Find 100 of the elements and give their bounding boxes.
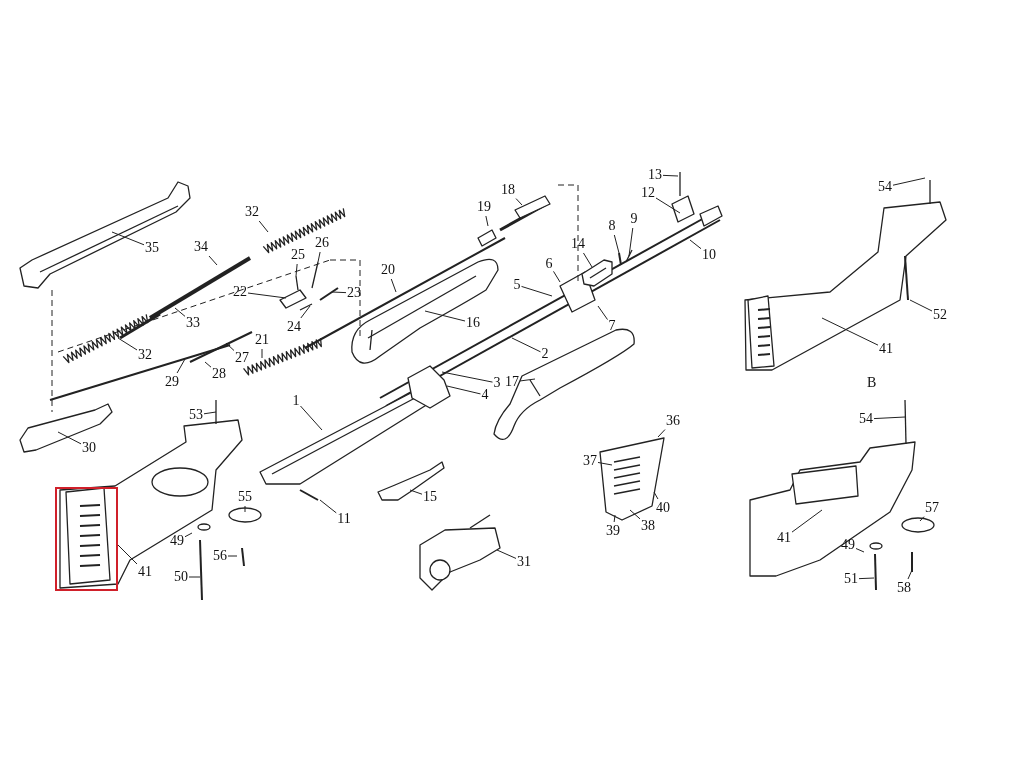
callout-number: 50 bbox=[174, 569, 188, 585]
callout-number: 40 bbox=[656, 500, 670, 516]
leader-line bbox=[485, 215, 489, 227]
leader-line bbox=[390, 278, 397, 293]
callout-number: 11 bbox=[337, 511, 351, 527]
leader-line bbox=[247, 292, 287, 299]
callout-number: 21 bbox=[255, 332, 269, 348]
callout-number: 51 bbox=[844, 571, 858, 587]
leader-line bbox=[613, 514, 616, 523]
callout-number: 41 bbox=[777, 530, 791, 546]
leader-line bbox=[295, 263, 298, 277]
callout-number: 22 bbox=[233, 284, 247, 300]
callout-number: 10 bbox=[702, 247, 716, 263]
leader-line bbox=[655, 197, 681, 214]
leader-line bbox=[519, 378, 536, 382]
leader-line bbox=[258, 220, 269, 233]
leader-line bbox=[855, 548, 865, 553]
callout-number: 15 bbox=[423, 489, 437, 505]
leader-line bbox=[583, 252, 593, 268]
callout-number: 41 bbox=[138, 564, 152, 580]
leader-line bbox=[204, 361, 212, 368]
leader-line bbox=[203, 411, 217, 415]
leader-line bbox=[319, 499, 337, 514]
callout-number: 32 bbox=[245, 204, 259, 220]
callout-number: 56 bbox=[213, 548, 227, 564]
callout-number: 16 bbox=[466, 315, 480, 331]
callout-number: 31 bbox=[517, 554, 531, 570]
leader-line bbox=[111, 231, 145, 246]
callout-number: 23 bbox=[347, 285, 361, 301]
leader-line bbox=[441, 371, 493, 383]
callout-number: 27 bbox=[235, 350, 249, 366]
leader-line bbox=[317, 251, 321, 263]
callout-number: 1 bbox=[292, 393, 300, 409]
leader-line bbox=[892, 177, 926, 186]
callout-number: 54 bbox=[859, 411, 873, 427]
leader-line bbox=[597, 305, 608, 321]
leader-line bbox=[858, 577, 875, 580]
leader-line bbox=[496, 549, 517, 559]
callout-number: 52 bbox=[933, 307, 947, 323]
leader-line bbox=[174, 307, 186, 317]
leader-line bbox=[409, 489, 423, 495]
callout-number: 30 bbox=[82, 440, 96, 456]
callout-number: 18 bbox=[501, 182, 515, 198]
callout-number: 5 bbox=[513, 277, 521, 293]
callout-number: 13 bbox=[648, 167, 662, 183]
leader-line bbox=[188, 576, 201, 578]
leader-line bbox=[331, 291, 347, 294]
leader-line bbox=[662, 174, 679, 177]
leader-line bbox=[791, 509, 823, 533]
callout-number: 2 bbox=[541, 346, 549, 362]
leader-line bbox=[909, 299, 933, 312]
callout-number: 29 bbox=[165, 374, 179, 390]
callout-number: 17 bbox=[505, 374, 519, 390]
leader-line bbox=[657, 429, 666, 438]
callout-number: 24 bbox=[287, 319, 301, 335]
callout-number: 36 bbox=[666, 413, 680, 429]
callout-number: 28 bbox=[212, 366, 226, 382]
callout-number: 26 bbox=[315, 235, 329, 251]
leader-line bbox=[553, 270, 561, 283]
callout-number: 39 bbox=[606, 523, 620, 539]
leader-line bbox=[919, 516, 925, 522]
leader-line bbox=[511, 337, 541, 353]
callout-number: 38 bbox=[641, 518, 655, 534]
leader-line bbox=[597, 461, 613, 466]
callout-number: 57 bbox=[925, 500, 939, 516]
callout-number: 58 bbox=[897, 580, 911, 596]
callout-number: 6 bbox=[545, 256, 553, 272]
leader-line bbox=[208, 255, 218, 266]
leader-line bbox=[613, 234, 620, 254]
callout-number: 37 bbox=[583, 453, 597, 469]
leader-line bbox=[227, 555, 238, 557]
leader-line bbox=[689, 239, 702, 250]
callout-number: 7 bbox=[608, 318, 616, 334]
callout-number: 12 bbox=[641, 185, 655, 201]
leader-line bbox=[117, 544, 138, 565]
leader-line bbox=[515, 198, 523, 206]
callout-number: 14 bbox=[571, 236, 585, 252]
callout-number: 34 bbox=[194, 239, 208, 255]
leader-line bbox=[244, 505, 246, 513]
leader-line bbox=[176, 358, 186, 374]
leader-line bbox=[300, 405, 323, 431]
callout-number: 41 bbox=[879, 341, 893, 357]
view-letter: В bbox=[867, 375, 877, 391]
callout-number: 54 bbox=[878, 179, 892, 195]
leader-line bbox=[873, 416, 906, 420]
leader-line bbox=[424, 310, 466, 322]
callout-number: 53 bbox=[189, 407, 203, 423]
leader-line bbox=[184, 532, 193, 538]
leader-line bbox=[521, 285, 553, 297]
callout-number: 8 bbox=[608, 218, 616, 234]
callout-number: 49 bbox=[841, 537, 855, 553]
callout-number: 9 bbox=[630, 211, 638, 227]
leader-line bbox=[300, 305, 311, 319]
leader-line bbox=[629, 509, 641, 520]
callout-number: 33 bbox=[186, 315, 200, 331]
callout-number: 32 bbox=[138, 347, 152, 363]
leader-line bbox=[821, 317, 879, 346]
callout-number: 20 bbox=[381, 262, 395, 278]
leader-line bbox=[653, 491, 659, 500]
callout-number: 49 bbox=[170, 533, 184, 549]
